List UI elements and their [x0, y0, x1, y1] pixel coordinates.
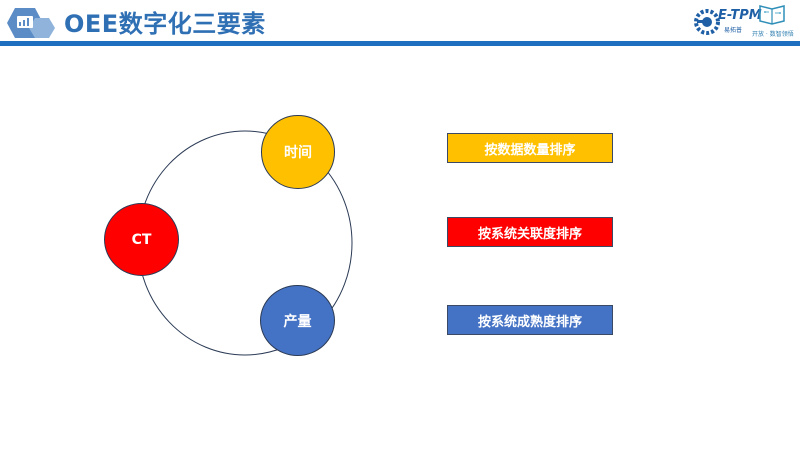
etpm-logo-icon [694, 9, 720, 35]
header: OEE数字化三要素 E-TPM 易拓普 开放 · 数智领悟 [0, 0, 800, 46]
node-time: 时间 [261, 115, 335, 189]
label-sort-by-data-count: 按数据数量排序 [447, 133, 613, 163]
header-divider-bar [0, 41, 800, 46]
page-title: OEE数字化三要素 [64, 10, 266, 38]
node-output: 产量 [260, 285, 335, 356]
logo-tpm-text: E-TPM [718, 8, 762, 23]
logo-tpm-subtext: 易拓普 [724, 27, 743, 34]
label-sort-by-system-relevance: 按系统关联度排序 [447, 217, 613, 247]
label-sort-by-system-maturity: 按系统成熟度排序 [447, 305, 613, 335]
node-ct: CT [104, 203, 179, 276]
dashboard-hexagon-icon [7, 8, 55, 38]
book-circuit-logo-icon [759, 5, 785, 25]
logo-book-text: 开放 · 数智领悟 [752, 31, 794, 38]
